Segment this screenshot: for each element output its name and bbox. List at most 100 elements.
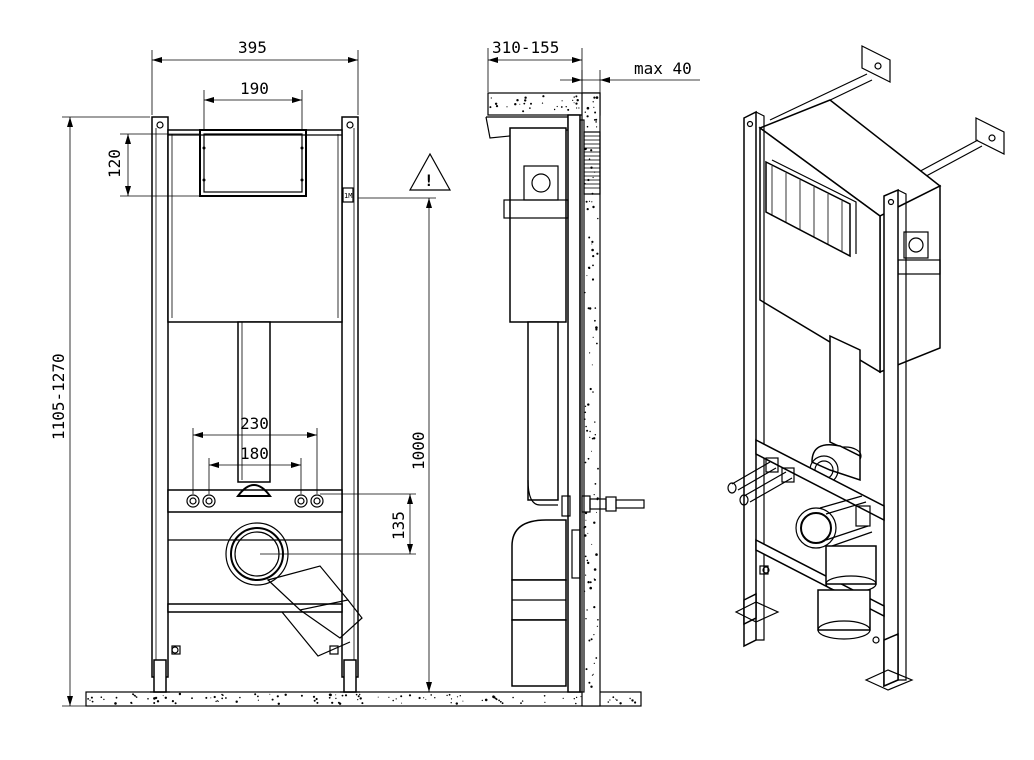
concrete-speckle — [561, 100, 563, 102]
level-marker — [342, 187, 354, 203]
concrete-speckle — [591, 240, 594, 243]
concrete-speckle — [593, 634, 595, 636]
water-inlet — [310, 494, 324, 508]
concrete-speckle — [524, 99, 527, 102]
concrete-speckle — [542, 95, 545, 98]
concrete-speckle — [90, 696, 93, 699]
concrete-speckle — [586, 429, 589, 432]
concrete-speckle — [446, 694, 448, 697]
concrete-speckle — [597, 467, 599, 470]
concrete-speckle — [520, 702, 522, 704]
concrete-speckle — [593, 96, 596, 99]
concrete-speckle — [615, 698, 617, 700]
concrete-speckle — [596, 252, 599, 255]
concrete-speckle — [408, 694, 412, 697]
concrete-speckle — [587, 307, 590, 310]
concrete-speckle — [484, 698, 488, 702]
dim-outlet-height: 135 — [260, 493, 416, 555]
concrete-speckle — [103, 698, 105, 701]
concrete-speckle — [634, 701, 637, 704]
concrete-speckle — [585, 574, 587, 576]
concrete-speckle — [575, 102, 578, 105]
concrete-speckle — [591, 201, 593, 203]
concrete-speckle — [495, 698, 498, 701]
concrete-speckle — [588, 639, 591, 642]
concrete-speckle — [585, 200, 588, 203]
isometric-view — [727, 45, 1005, 691]
dim-seat-height-label: 1000 — [409, 431, 428, 470]
concrete-speckle — [191, 697, 193, 700]
concrete-speckle — [578, 107, 580, 109]
concrete-speckle — [632, 700, 634, 702]
concrete-speckle — [589, 307, 592, 310]
concrete-speckle — [205, 696, 208, 699]
concrete-speckle — [213, 695, 216, 699]
concrete-speckle — [586, 609, 588, 611]
concrete-speckle — [576, 107, 578, 109]
concrete-speckle — [584, 555, 587, 558]
flush-plate — [199, 129, 307, 197]
concrete-speckle — [489, 106, 492, 109]
concrete-speckle — [584, 111, 586, 113]
concrete-speckle — [543, 695, 546, 697]
concrete-speckle — [133, 694, 135, 696]
concrete-speckle — [580, 696, 582, 698]
dim-pipe-inner-label: 180 — [240, 444, 269, 463]
concrete-speckle — [499, 700, 502, 703]
concrete-speckle — [91, 700, 94, 703]
concrete-speckle — [593, 437, 596, 440]
concrete-speckle — [529, 107, 531, 109]
concrete-speckle — [591, 278, 595, 281]
dim-depth-label: 310-155 — [492, 38, 559, 57]
concrete-speckle — [269, 693, 271, 695]
concrete-speckle — [89, 699, 91, 701]
concrete-speckle — [425, 698, 427, 700]
concrete-speckle — [516, 99, 519, 102]
iso-water-inlets — [727, 457, 795, 506]
dim-pipe-spacing-outer: 230 — [192, 414, 318, 494]
concrete-speckle — [217, 700, 219, 703]
concrete-speckle — [225, 697, 227, 699]
dim-total-height: 1105-1270 — [49, 116, 150, 707]
concrete-speckle — [593, 521, 596, 524]
dim-width: 395 — [151, 38, 359, 115]
dim-wall-offset-label: max 40 — [634, 59, 692, 78]
concrete-speckle — [171, 700, 174, 703]
concrete-speckle — [567, 108, 570, 111]
concrete-speckle — [592, 101, 594, 103]
concrete-speckle — [591, 243, 593, 245]
concrete-speckle — [239, 696, 241, 699]
concrete-speckle — [506, 106, 508, 108]
concrete-speckle — [210, 697, 212, 699]
concrete-speckle — [609, 699, 611, 701]
concrete-speckle — [221, 697, 224, 700]
concrete-speckle — [556, 105, 558, 108]
concrete-speckle — [591, 437, 594, 440]
lower-bar — [167, 603, 343, 613]
concrete-speckle — [131, 702, 133, 704]
concrete-speckle — [593, 606, 596, 609]
concrete-speckle — [589, 430, 591, 433]
water-inlet — [202, 494, 216, 508]
concrete-speckle — [388, 696, 390, 698]
concrete-speckle — [586, 125, 589, 128]
dim-width-label: 395 — [238, 38, 267, 57]
concrete-speckle — [328, 696, 331, 699]
concrete-speckle — [587, 581, 590, 584]
concrete-speckle — [593, 494, 595, 496]
concrete-speckle — [423, 697, 425, 699]
wall-bracket-side — [975, 117, 1005, 155]
concrete-speckle — [592, 391, 594, 393]
concrete-speckle — [592, 176, 594, 179]
concrete-speckle — [593, 578, 595, 580]
concrete-speckle — [164, 696, 167, 699]
concrete-speckle — [585, 668, 588, 671]
concrete-speckle — [591, 543, 593, 545]
concrete-speckle — [594, 111, 597, 114]
right-post — [341, 116, 359, 678]
concrete-speckle — [584, 411, 587, 414]
concrete-speckle — [589, 581, 592, 584]
concrete-speckle — [316, 701, 319, 704]
concrete-speckle — [593, 106, 595, 108]
